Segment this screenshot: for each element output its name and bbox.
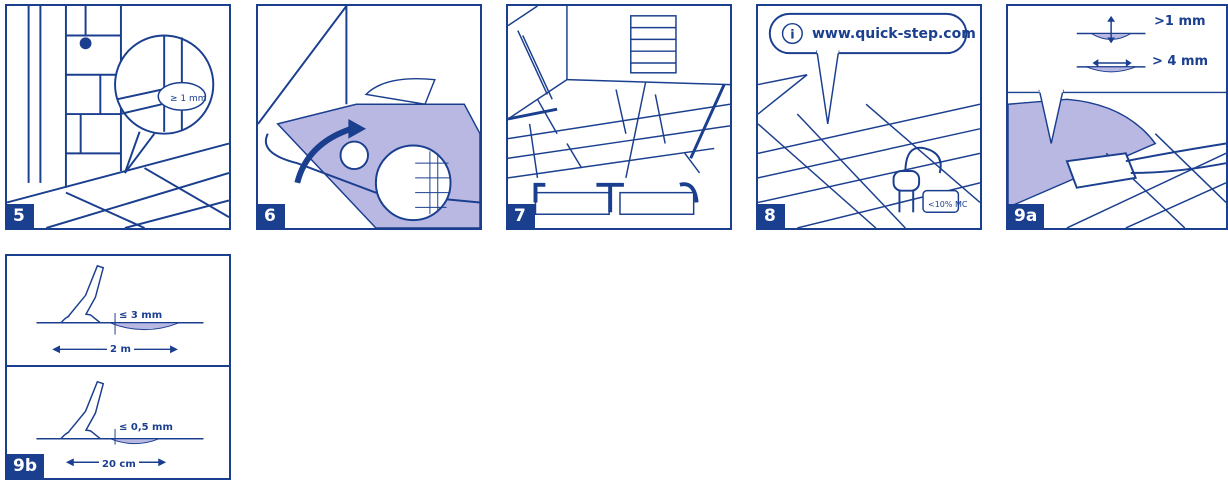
flatness-tolerance-illustration <box>7 256 229 478</box>
upper-length-label: 2 m <box>107 344 134 355</box>
step-number: 7 <box>508 204 535 228</box>
door-frame-gap-illustration <box>7 6 229 228</box>
step-number: 6 <box>258 204 285 228</box>
step-number: 9a <box>1008 204 1044 228</box>
lower-length-label: 20 cm <box>99 459 139 470</box>
step-9b-panel: ≤ 3 mm 2 m ≤ 0,5 mm 20 cm 9b <box>5 254 231 480</box>
step-number: 9b <box>7 454 44 478</box>
moisture-label: <10% MC <box>928 200 968 209</box>
gap-label: ≥ 1 mm <box>170 94 207 104</box>
underlay-roll-illustration <box>258 6 480 228</box>
svg-text:i: i <box>790 27 794 42</box>
step-6-panel: 6 <box>256 4 482 230</box>
step-9a-panel: >1 mm > 4 mm 9a <box>1006 4 1228 230</box>
floor-leveling-illustration <box>1008 6 1226 228</box>
step-5-panel: ≥ 1 mm 5 <box>5 4 231 230</box>
upper-depth-label: ≤ 3 mm <box>119 310 162 321</box>
step-number: 5 <box>7 204 34 228</box>
step-7-panel: 7 <box>506 4 732 230</box>
expansion-profiles-illustration <box>508 6 730 228</box>
tolerance-upper-label: >1 mm <box>1154 14 1206 29</box>
lower-depth-label: ≤ 0,5 mm <box>119 422 173 433</box>
tolerance-lower-label: > 4 mm <box>1152 54 1208 69</box>
step-8-panel: i www.quick-step.com <10% MC 8 <box>756 4 982 230</box>
website-label: www.quick-step.com <box>812 26 976 42</box>
step-number: 8 <box>758 204 785 228</box>
